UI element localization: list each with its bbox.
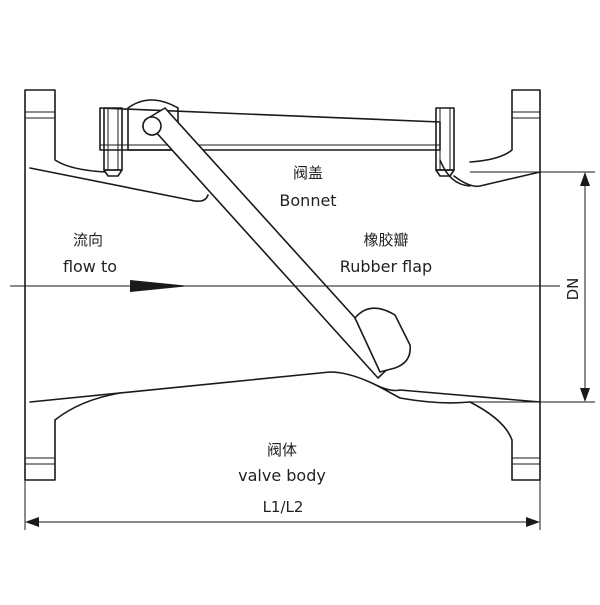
bonnet-label-en: Bonnet: [279, 191, 336, 210]
right-flange: [469, 89, 541, 481]
rubber-flap: [142, 107, 412, 379]
dn-dimension: [470, 171, 595, 403]
flap-label-cn: 橡胶瓣: [363, 231, 408, 249]
flap-label-en: Rubber flap: [340, 257, 432, 276]
body-upper-wall: [29, 159, 541, 202]
flow-label-en: flow to: [63, 257, 117, 276]
length-dimension: [24, 480, 541, 530]
bonnet-label-cn: 阀盖: [293, 164, 323, 182]
left-flange: [24, 89, 106, 481]
length-label: L1/L2: [263, 498, 304, 516]
flow-label-cn: 流向: [73, 231, 103, 249]
flow-arrow: [10, 280, 560, 292]
body-label-cn: 阀体: [267, 441, 297, 459]
body-label-en: valve body: [238, 466, 326, 485]
body-lower-wall: [29, 371, 541, 441]
bonnet: [99, 99, 455, 177]
dn-label: DN: [564, 278, 582, 301]
